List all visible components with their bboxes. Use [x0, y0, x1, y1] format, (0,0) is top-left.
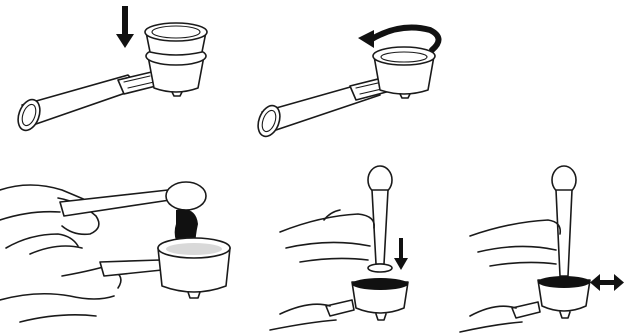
- down-arrow-icon: [394, 238, 408, 270]
- hand-upper: [280, 210, 374, 262]
- hand-upper: [0, 185, 104, 254]
- step-5-tamp-rotate: [440, 150, 630, 334]
- step-2-rotate-filter: [250, 0, 460, 150]
- step-4-tamp-press: [240, 150, 440, 334]
- portafilter: [512, 276, 590, 318]
- portafilter-basket: [373, 47, 435, 98]
- portafilter: [100, 238, 230, 298]
- hand-upper: [470, 220, 560, 266]
- down-arrow-icon: [116, 6, 134, 48]
- portafilter-handle: [14, 70, 164, 133]
- portafilter: [326, 278, 408, 320]
- step-1-insert-filter: [0, 0, 230, 150]
- left-right-arrow-icon: [590, 274, 624, 291]
- step-3-fill-coffee: [0, 150, 240, 334]
- portafilter-handle: [254, 76, 394, 139]
- filter-cup: [145, 23, 207, 55]
- tamper: [552, 166, 576, 276]
